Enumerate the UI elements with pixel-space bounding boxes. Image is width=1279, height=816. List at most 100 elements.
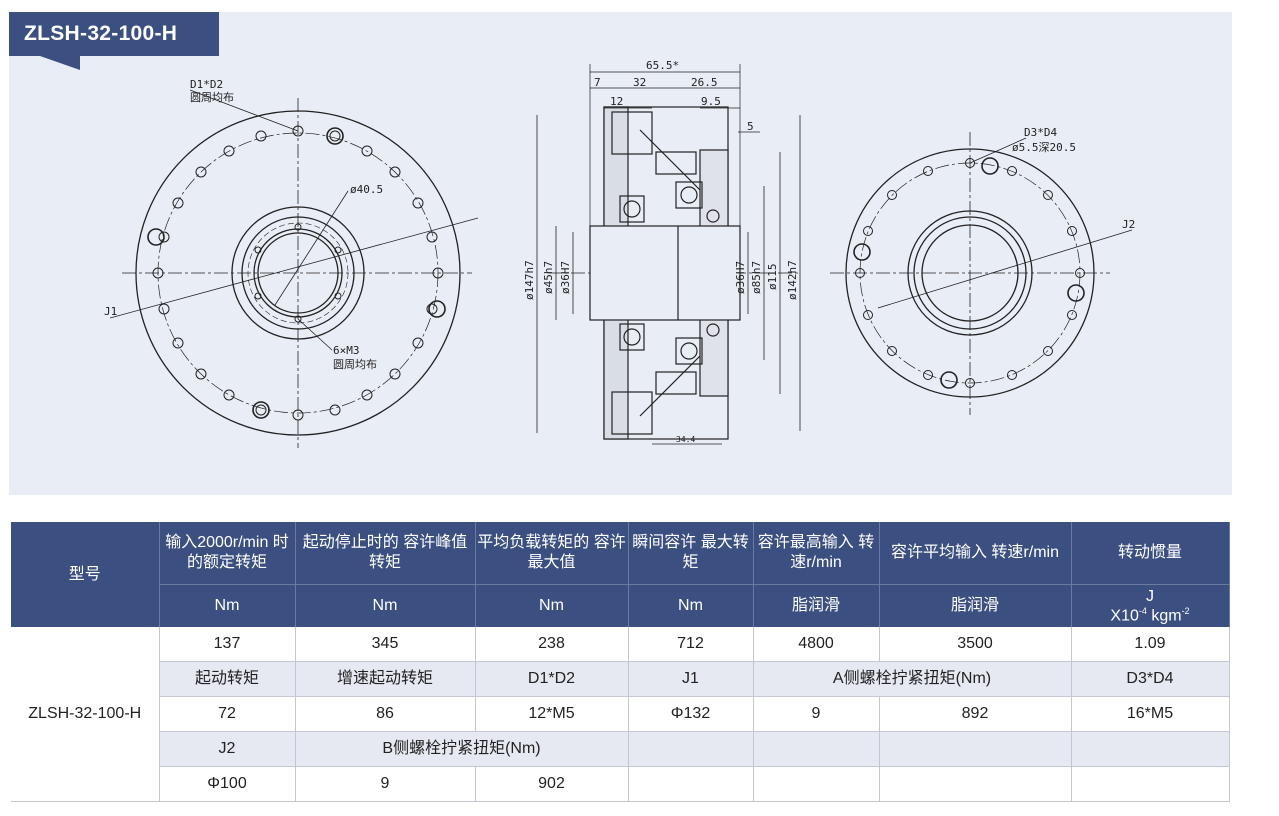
unit-rated-torque: Nm bbox=[159, 584, 296, 627]
dia-45: ø45h7 bbox=[542, 261, 555, 294]
header-avg-input-speed: 容许平均输入 转速r/min bbox=[879, 522, 1072, 585]
dim-26-5: 26.5 bbox=[691, 76, 718, 89]
table-cell bbox=[1071, 766, 1230, 802]
model-name-cell: ZLSH-32-100-H bbox=[11, 627, 160, 802]
table-cell: 12*M5 bbox=[475, 696, 629, 732]
header-model: 型号 bbox=[11, 522, 160, 627]
table-cell: 增速起动转矩 bbox=[295, 661, 476, 697]
table-cell bbox=[628, 766, 754, 802]
unit-inertia-j: J bbox=[1146, 587, 1154, 605]
unit-inertia-exp1: -4 bbox=[1138, 605, 1147, 616]
unit-avg-input-speed: 脂润滑 bbox=[879, 584, 1072, 627]
header-inertia: 转动惯量 bbox=[1071, 522, 1230, 585]
label-d1d2: D1*D2 bbox=[190, 78, 223, 91]
header-rated-torque: 输入2000r/min 时的额定转矩 bbox=[159, 522, 296, 585]
table-cell: 1.09 bbox=[1071, 627, 1230, 662]
table-cell: 9 bbox=[295, 766, 476, 802]
unit-inertia-kgm: kgm bbox=[1146, 607, 1182, 625]
header-avg-load-torque: 平均负载转矩的 容许最大值 bbox=[475, 522, 629, 585]
dim-7: 7 bbox=[594, 76, 601, 89]
table-cell: 345 bbox=[295, 627, 476, 662]
unit-peak-torque: Nm bbox=[295, 584, 476, 627]
table-cell: A侧螺栓拧紧扭矩(Nm) bbox=[753, 661, 1072, 697]
bolt-holes-left bbox=[147, 125, 446, 421]
header-instant-max-torque: 瞬间容许 最大转矩 bbox=[628, 522, 754, 585]
table-cell bbox=[1071, 731, 1230, 767]
table-row: J2 B侧螺栓拧紧扭矩(Nm) bbox=[11, 731, 1230, 767]
header-row-2: Nm Nm Nm Nm 脂润滑 脂润滑 J X10-4 kgm-2 bbox=[11, 584, 1230, 627]
section-view-labels: 65.5* 7 32 26.5 12 9.5 5 ø147h7 ø45h7 ø3… bbox=[523, 59, 799, 444]
label-j2: J2 bbox=[1122, 218, 1135, 231]
left-view-labels: D1*D2 圆周均布 ø40.5 J1 6×M3 圆周均布 bbox=[104, 78, 383, 371]
unit-max-input-speed: 脂润滑 bbox=[753, 584, 880, 627]
dim-65-5: 65.5* bbox=[646, 59, 679, 72]
label-phi-40-5: ø40.5 bbox=[350, 183, 383, 196]
dim-32: 32 bbox=[633, 76, 646, 89]
dim-12: 12 bbox=[610, 95, 623, 108]
right-outer-circle bbox=[845, 148, 1095, 398]
product-title: ZLSH-32-100-H bbox=[24, 22, 178, 45]
table-cell: D1*D2 bbox=[475, 661, 629, 697]
dia-147: ø147h7 bbox=[523, 260, 536, 300]
table-cell bbox=[628, 731, 754, 767]
dim-34-4: 34.4 bbox=[676, 435, 695, 444]
label-d1d2-sub: 圆周均布 bbox=[190, 91, 234, 104]
table-cell: J1 bbox=[628, 661, 754, 697]
unit-inertia-x10: X10 bbox=[1110, 607, 1139, 625]
table-cell: B侧螺栓拧紧扭矩(Nm) bbox=[295, 731, 629, 767]
table-cell: 86 bbox=[295, 696, 476, 732]
dia-85: ø85h7 bbox=[750, 261, 763, 294]
header-max-input-speed: 容许最高输入 转速r/min bbox=[753, 522, 880, 585]
table-cell: J2 bbox=[159, 731, 296, 767]
header-peak-torque: 起动停止时的 容许峰值转矩 bbox=[295, 522, 476, 585]
table-row: ZLSH-32-100-H 137 345 238 712 4800 3500 … bbox=[11, 627, 1230, 802]
table-cell: 3500 bbox=[879, 627, 1072, 662]
label-d3d4: D3*D4 bbox=[1024, 126, 1057, 139]
unit-avg-load-torque: Nm bbox=[475, 584, 629, 627]
label-6xm3-sub: 圆周均布 bbox=[333, 358, 377, 371]
table-cell bbox=[753, 766, 880, 802]
table-cell bbox=[879, 731, 1072, 767]
label-hole-depth: ø5.5深20.5 bbox=[1012, 141, 1076, 154]
table-cell bbox=[879, 766, 1072, 802]
dim-9-5: 9.5 bbox=[701, 95, 721, 108]
table-cell: 892 bbox=[879, 696, 1072, 732]
table-cell: 9 bbox=[753, 696, 880, 732]
unit-inertia: J X10-4 kgm-2 bbox=[1071, 584, 1230, 627]
table-cell: 238 bbox=[475, 627, 629, 662]
table-row: Φ100 9 902 bbox=[11, 766, 1230, 802]
bolt-holes-right bbox=[853, 157, 1085, 389]
title-tab bbox=[9, 12, 219, 56]
label-6xm3: 6×M3 bbox=[333, 344, 360, 357]
table-cell: 712 bbox=[628, 627, 754, 662]
table-cell: 16*M5 bbox=[1071, 696, 1230, 732]
table-cell: 137 bbox=[159, 627, 296, 662]
table-cell bbox=[753, 731, 880, 767]
unit-instant-max-torque: Nm bbox=[628, 584, 754, 627]
table-cell: 902 bbox=[475, 766, 629, 802]
table-row: 起动转矩 增速起动转矩 D1*D2 J1 A侧螺栓拧紧扭矩(Nm) D3*D4 bbox=[11, 661, 1230, 697]
unit-inertia-scale: X10-4 kgm-2 bbox=[1072, 604, 1229, 625]
table-cell: 起动转矩 bbox=[159, 661, 296, 697]
section-view bbox=[536, 64, 801, 445]
table-cell: D3*D4 bbox=[1071, 661, 1230, 697]
dim-5: 5 bbox=[747, 120, 754, 133]
outer-flange-circle bbox=[135, 110, 461, 436]
right-view bbox=[830, 132, 1133, 415]
label-j1: J1 bbox=[104, 305, 117, 318]
dia-115: ø115 bbox=[766, 264, 779, 291]
right-view-labels: D3*D4 ø5.5深20.5 J2 bbox=[1012, 126, 1135, 231]
spec-table: 型号 输入2000r/min 时的额定转矩 起动停止时的 容许峰值转矩 平均负载… bbox=[11, 522, 1230, 802]
table-cell: Φ100 bbox=[159, 766, 296, 802]
table-cell: 4800 bbox=[753, 627, 880, 662]
header-row-1: 型号 输入2000r/min 时的额定转矩 起动停止时的 容许峰值转矩 平均负载… bbox=[11, 522, 1230, 627]
dia-142: ø142h7 bbox=[786, 260, 799, 300]
dia-36-right: ø36H7 bbox=[734, 261, 747, 294]
table-cell: Φ132 bbox=[628, 696, 754, 732]
unit-inertia-exp2: -2 bbox=[1181, 605, 1190, 616]
left-view bbox=[109, 89, 479, 448]
title-tab-notch bbox=[40, 56, 80, 70]
dia-36-left: ø36H7 bbox=[559, 261, 572, 294]
table-cell: 72 bbox=[159, 696, 296, 732]
technical-drawing: D1*D2 圆周均布 ø40.5 J1 6×M3 圆周均布 bbox=[104, 59, 1135, 448]
